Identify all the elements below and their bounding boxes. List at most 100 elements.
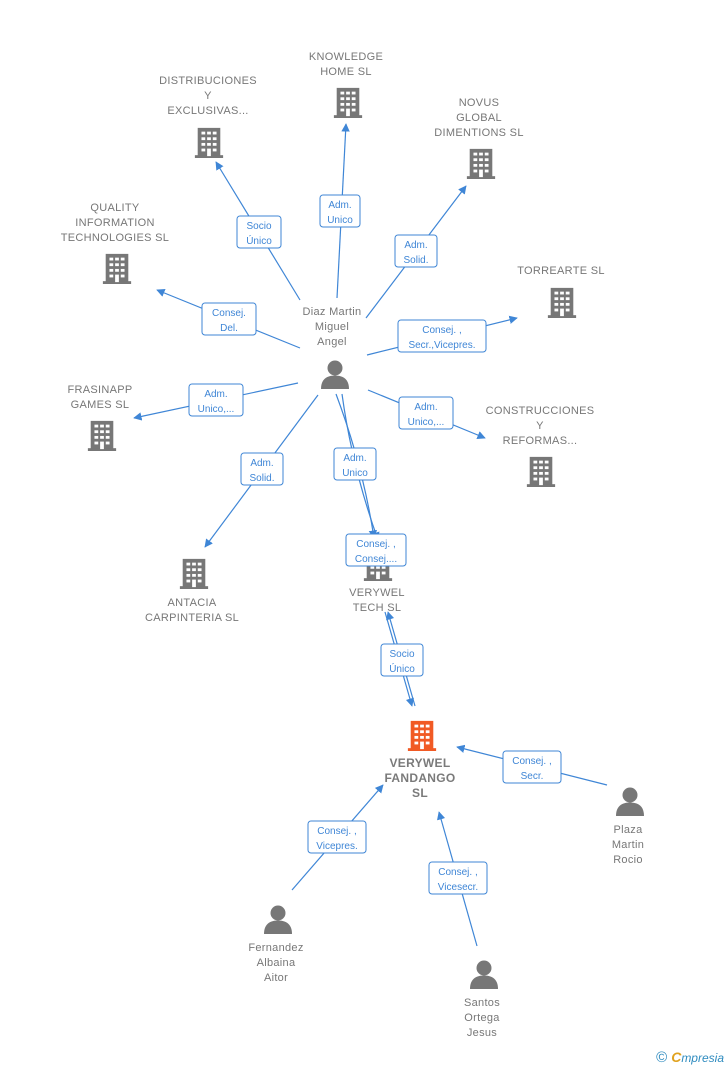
node-novus[interactable]: NOVUS GLOBAL DIMENTIONS SL: [434, 97, 523, 179]
node-label-line: SL: [412, 786, 428, 800]
node-label-line: TORREARTE SL: [517, 265, 605, 277]
node-label-line: VERYWEL: [349, 587, 405, 599]
node-label-line: Fernandez: [248, 942, 303, 954]
node-label-line: Ortega: [464, 1012, 500, 1024]
node-torrearte[interactable]: TORREARTE SL: [517, 265, 605, 318]
edge-label-text: Consej. ,: [317, 826, 356, 837]
edge-label-santos-to-verywel_fandango[interactable]: Consej. , Vicesecr.: [428, 861, 488, 895]
edge-label-plaza_martin-to-verywel_fandango[interactable]: Consej. ,Secr.: [502, 750, 562, 784]
node-label-line: NOVUS: [459, 97, 500, 109]
node-label-line: TECH SL: [353, 602, 402, 614]
edge-label-text: Consej. ,: [438, 867, 477, 878]
building-icon: [547, 287, 577, 318]
node-label-line: CONSTRUCCIONES: [486, 405, 595, 417]
node-label-line: TECHNOLOGIES SL: [61, 232, 169, 244]
building-icon: [179, 558, 209, 589]
edge-label-box: [188, 383, 244, 417]
node-label-line: KNOWLEDGE: [309, 51, 383, 63]
edge-label-text: Adm.: [250, 458, 273, 469]
edge-label-text: Consej. ,: [422, 325, 461, 336]
edge-label-text: Del.: [220, 323, 238, 334]
edge-label-diaz_martin-to-verywel_tech[interactable]: Adm.Unico: [333, 447, 377, 481]
edge-label-text: Secr.,Vicepres.: [408, 340, 475, 351]
edge-label-box: [236, 215, 282, 249]
edge-label-text: Socio: [246, 221, 271, 232]
edge-label-diaz_martin-to-torrearte[interactable]: Consej. , Secr.,Vicepres.: [397, 319, 487, 353]
edge-label-text: Socio: [389, 649, 414, 660]
edge-label-text: Unico: [342, 468, 368, 479]
building-icon: [466, 148, 496, 179]
edge-label-box: [345, 533, 407, 567]
node-label-line: DIMENTIONS SL: [434, 127, 523, 139]
node-label-line: Angel: [317, 336, 347, 348]
edge-label-diaz_martin-to-construcciones[interactable]: Adm. Unico,...: [398, 396, 454, 430]
node-label-line: EXCLUSIVAS...: [167, 105, 248, 117]
edge-label-text: Único: [246, 234, 272, 247]
edge-label-fernandez-to-verywel_fandango[interactable]: Consej. , Vicepres.: [307, 820, 367, 854]
person-icon: [616, 787, 644, 816]
edge-label-text: Consej. ,: [356, 539, 395, 550]
node-label-line: Diaz Martin: [303, 306, 362, 318]
node-label-line: Albaina: [257, 957, 296, 969]
copyright-symbol: ©: [656, 1049, 668, 1066]
edge-label-text: Unico: [327, 215, 353, 226]
person-icon: [264, 905, 292, 934]
edge-label-box: [201, 302, 257, 336]
edge-label-text: Vicesecr.: [438, 882, 478, 893]
building-icon: [102, 253, 132, 284]
node-label-line: Jesus: [467, 1027, 497, 1039]
edge-label-diaz_martin-to-frasinapp[interactable]: Adm. Unico,...: [188, 383, 244, 417]
node-label-line: CARPINTERIA SL: [145, 612, 239, 624]
edge-label-text: Solid.: [403, 255, 428, 266]
edge-label-diaz_martin-to-quality[interactable]: Consej.Del.: [201, 302, 257, 336]
node-verywel-tech[interactable]: VERYWEL TECH SL: [349, 550, 405, 614]
footer-brand: ©Cmpresia: [656, 1049, 724, 1066]
node-label-line: GLOBAL: [456, 112, 502, 124]
edge-label-text: Vicepres.: [316, 841, 358, 852]
edge-label-box: [502, 750, 562, 784]
edge-label-diaz_martin-to-antacia[interactable]: Adm. Solid.: [240, 452, 284, 486]
node-label-line: Santos: [464, 997, 500, 1009]
building-icon: [407, 720, 437, 751]
node-distribuciones[interactable]: DISTRIBUCIONESYEXCLUSIVAS...: [159, 75, 257, 158]
node-label-line: Aitor: [264, 972, 288, 984]
edge-label-text: Adm.: [404, 240, 427, 251]
node-label-line: Miguel: [315, 321, 349, 333]
person-icon: [470, 960, 498, 989]
edge-label-text: Solid.: [249, 473, 274, 484]
brand-logo-initial: C: [671, 1049, 682, 1065]
edge-label-diaz_martin-to-novus[interactable]: Adm. Solid.: [394, 234, 438, 268]
edge-label-text: Adm.: [204, 389, 227, 400]
node-construcciones[interactable]: CONSTRUCCIONESYREFORMAS...: [486, 405, 595, 487]
edge-label-box: [398, 396, 454, 430]
edge-label-box: [394, 234, 438, 268]
edge-label-box: [397, 319, 487, 353]
edge-label-box: [319, 194, 361, 228]
node-label-line: QUALITY: [90, 202, 140, 214]
node-label-line: REFORMAS...: [503, 435, 578, 447]
edge-label-box: [307, 820, 367, 854]
edge-label-text: Unico,...: [198, 404, 235, 415]
person-icon: [321, 360, 349, 389]
edge-label-diaz_martin-to-verywel_tech[interactable]: Consej. ,Consej....: [345, 533, 407, 567]
edge-label-text: Adm.: [414, 402, 437, 413]
edge-label-box: [380, 643, 424, 677]
building-icon: [87, 420, 117, 451]
edge-label-diaz_martin-to-knowledge[interactable]: Adm.Unico: [319, 194, 361, 228]
brand-logo-rest: mpresia: [681, 1051, 724, 1065]
node-label-line: FANDANGO: [384, 771, 455, 785]
edge-label-text: Unico,...: [408, 417, 445, 428]
